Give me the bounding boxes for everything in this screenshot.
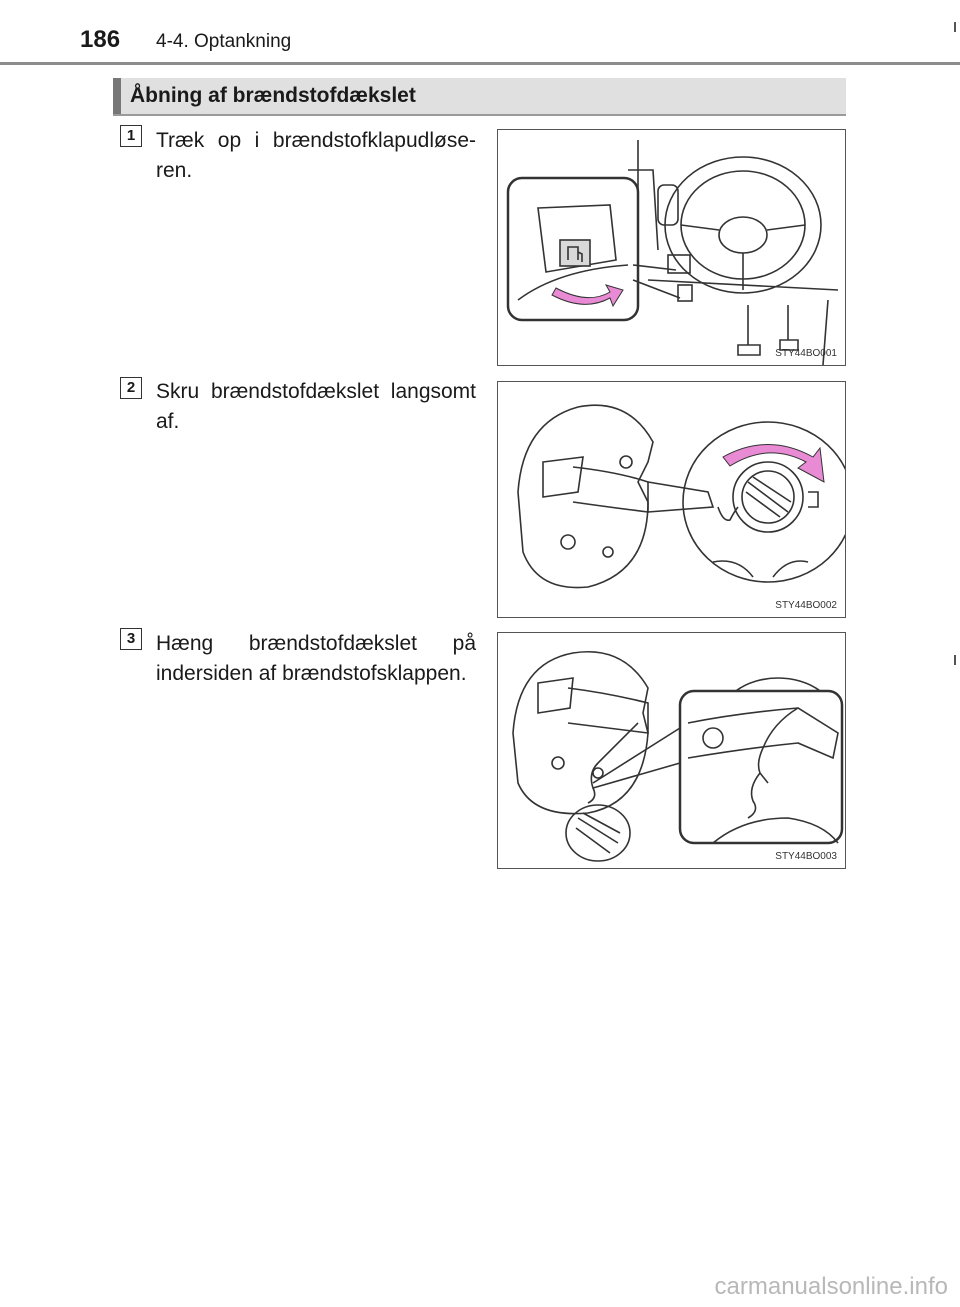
step-number-2: 2 <box>120 377 142 399</box>
page-number: 186 <box>80 26 121 53</box>
pull-arrow-icon <box>551 284 624 308</box>
step-text-3: Hæng brændstofdækslet på indersiden af b… <box>156 632 476 685</box>
step-number-3: 3 <box>120 628 142 650</box>
fuel-door-release-illustration <box>506 140 839 365</box>
figure-code: STY44BO003 <box>775 851 837 862</box>
step-text-1: Træk op i brændstofklapudløse-ren. <box>156 129 476 182</box>
figure-unscrew-cap: STY44BO002 <box>497 381 846 618</box>
section-title: Åbning af brændstofdækslet <box>130 84 416 107</box>
figure-hang-cap: STY44BO003 <box>497 632 846 869</box>
figure-fuel-door-release: STY44BO001 <box>497 129 846 366</box>
section-accent <box>113 78 121 114</box>
chapter-title: 4-4. Optankning <box>156 31 292 52</box>
edge-tick <box>954 22 956 32</box>
header-rule <box>0 62 960 65</box>
hang-cap-illustration <box>512 651 844 862</box>
step-number-1: 1 <box>120 125 142 147</box>
watermark: carmanualsonline.info <box>714 1273 948 1300</box>
unscrew-cap-illustration <box>517 404 845 589</box>
section-header: Åbning af brændstofdækslet <box>113 78 846 116</box>
figure-code: STY44BO002 <box>775 600 837 611</box>
figure-code: STY44BO001 <box>775 348 837 359</box>
edge-tick <box>954 655 956 665</box>
step-text-2: Skru brændstofdækslet langsomt af. <box>156 380 476 433</box>
rotate-arrow-icon <box>722 444 825 483</box>
